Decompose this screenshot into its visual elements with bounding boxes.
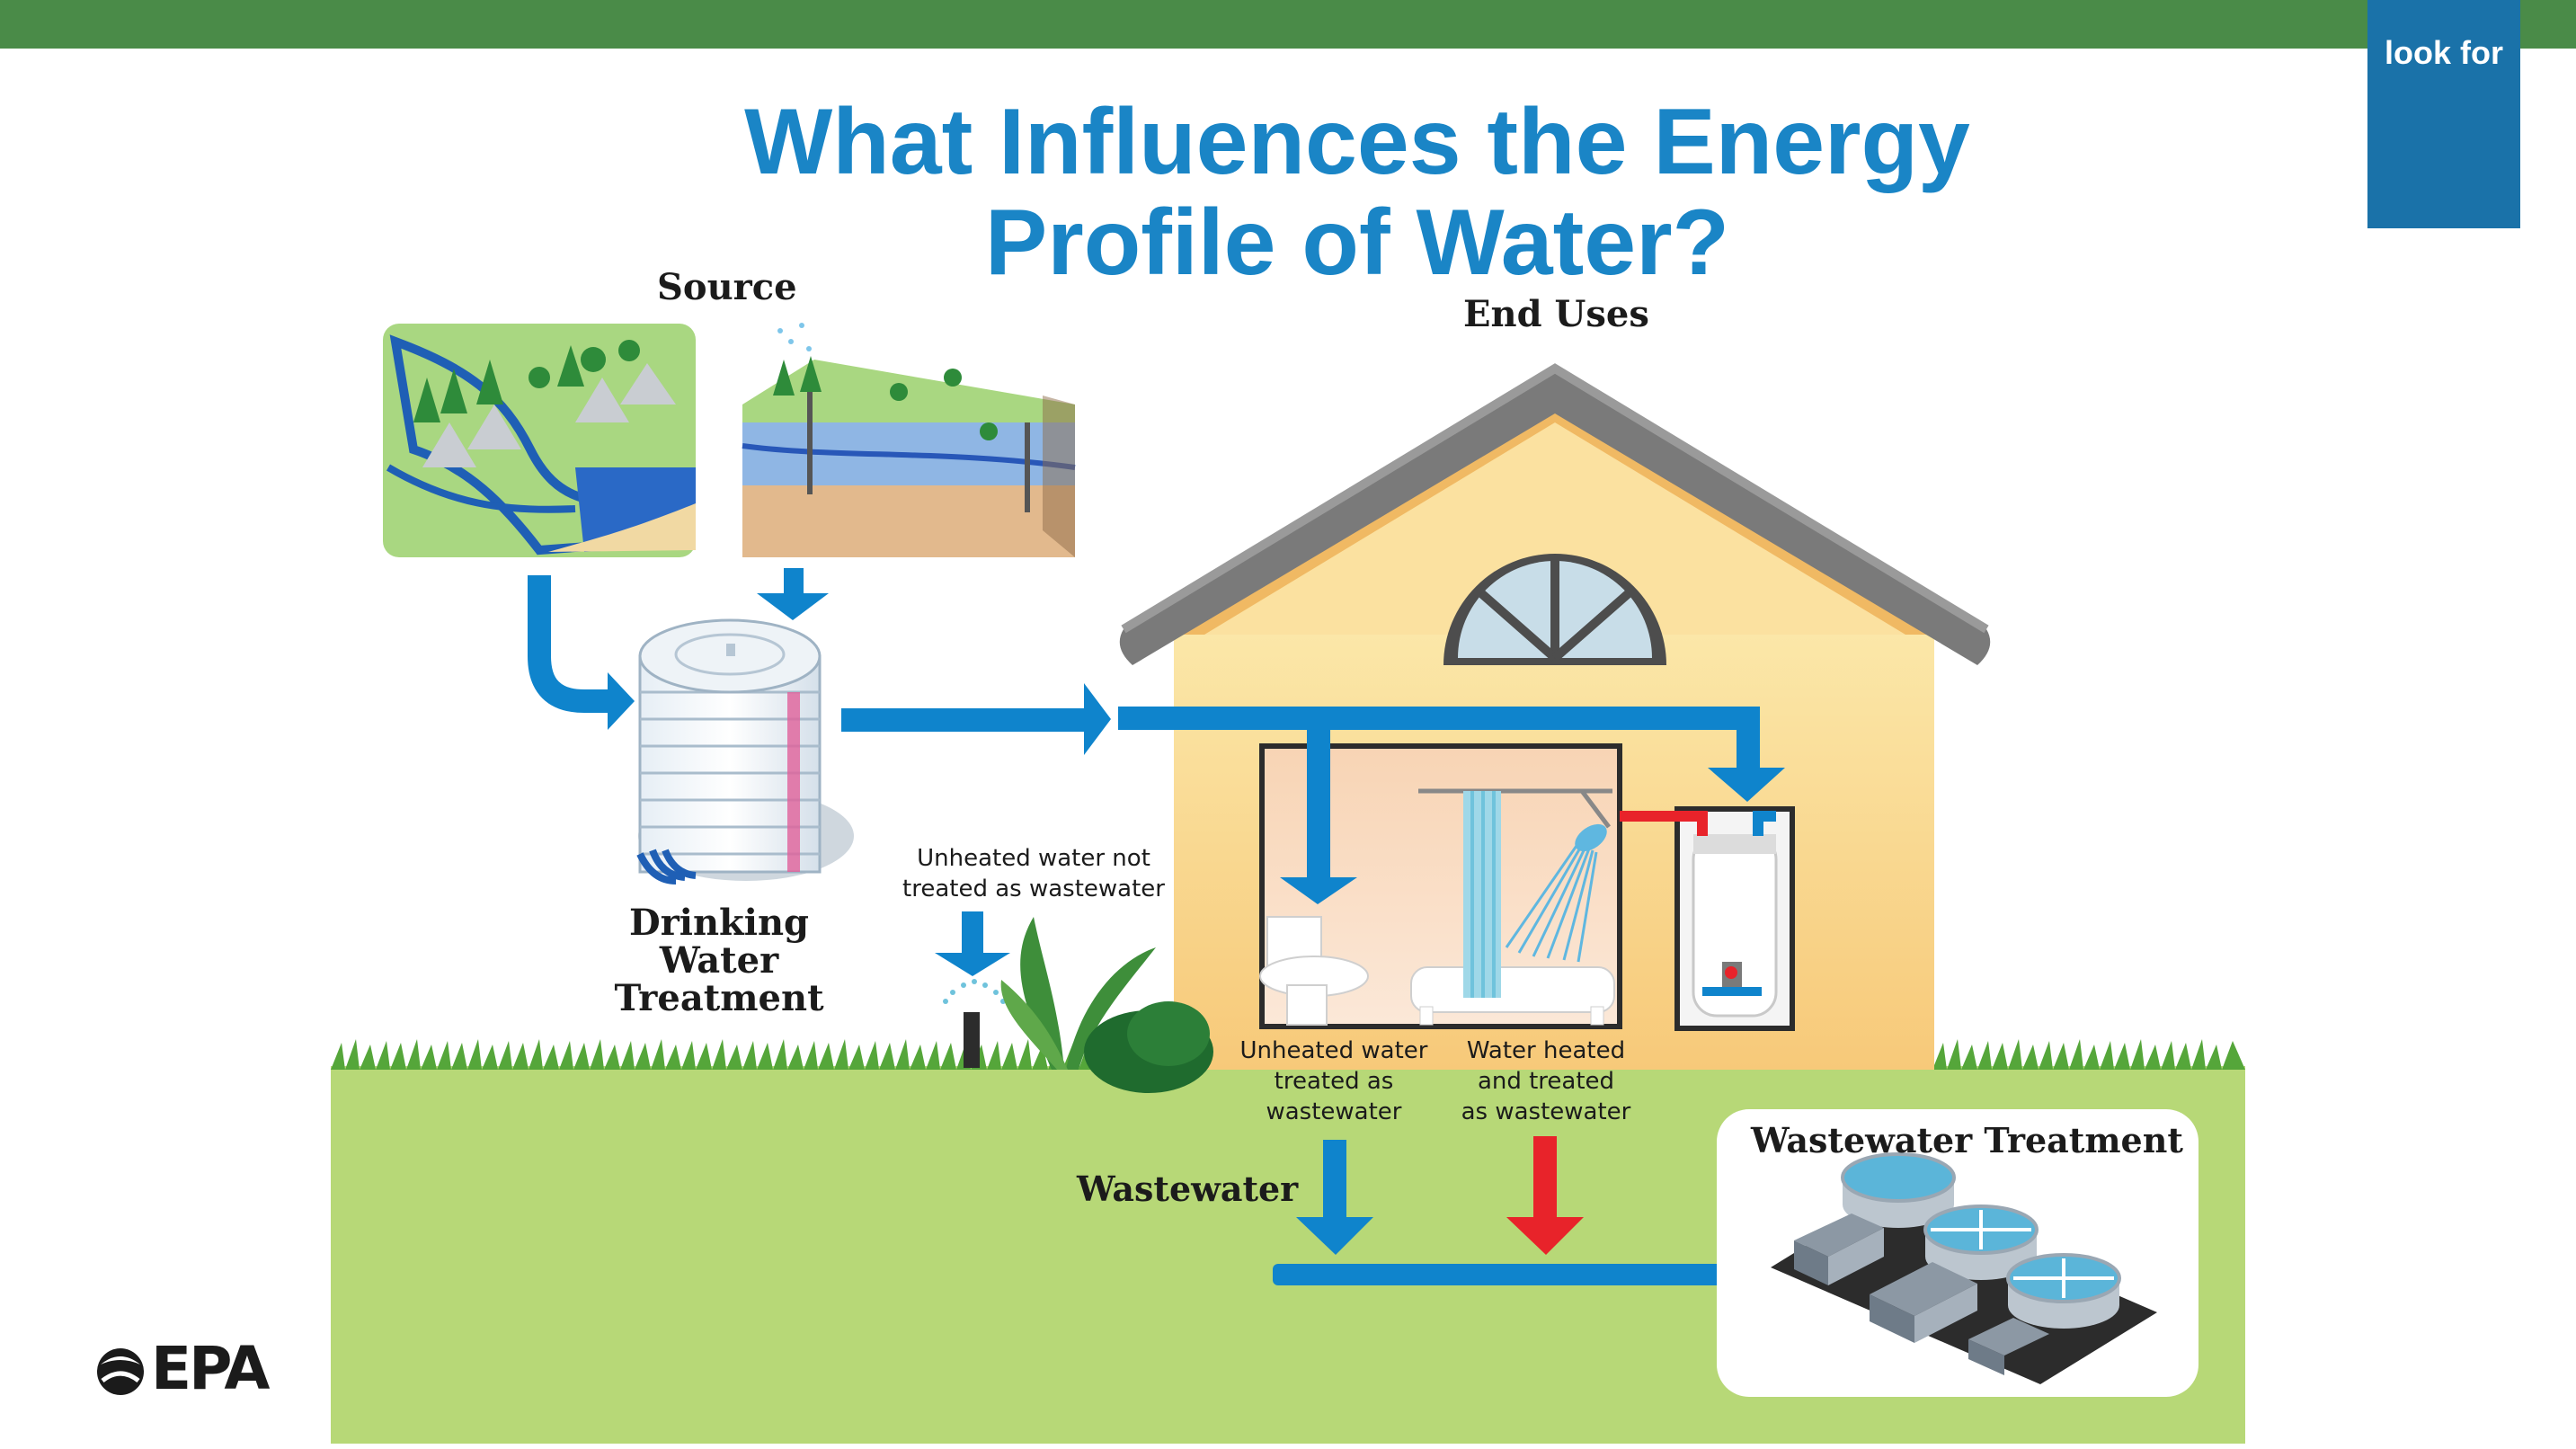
arrow-unheated-wastewater-shaft: [1323, 1140, 1346, 1221]
watersense-badge: look for: [2367, 0, 2520, 228]
water-heater: [1674, 806, 1795, 1031]
caption-outdoor-line2: treated as wastewater: [902, 876, 1165, 902]
arrow-tank-to-house-head: [1084, 683, 1111, 755]
label-drinking-line2: Water: [659, 939, 779, 982]
sprinkler-illustration: [943, 979, 1006, 1068]
hot-water-pipe: [1620, 811, 1708, 836]
arrow-to-heater-head: [1708, 768, 1785, 802]
caption-heated-line3: as wastewater: [1461, 1098, 1631, 1125]
arrow-outdoor-shaft: [962, 911, 983, 956]
label-drinking-line3: Treatment: [614, 977, 824, 1019]
arrow-heated-wastewater-shaft: [1533, 1136, 1557, 1221]
caption-heated-water: Water heated and treated as wastewater: [1438, 1036, 1654, 1127]
label-drinking-water-treatment: Drinking Water Treatment: [584, 904, 854, 1018]
caption-heated-line2: and treated: [1477, 1068, 1615, 1095]
wastewater-treatment-panel: [1717, 1109, 2198, 1397]
caption-outdoor-water: Unheated water not treated as wastewater: [899, 843, 1168, 904]
arrow-unheated-wastewater-head: [1296, 1217, 1373, 1255]
surface-water-source-illustration: [383, 324, 696, 557]
treatment-buildings: [1794, 1213, 2049, 1375]
arrow-surface-to-treatment: [528, 575, 611, 713]
caption-outdoor-line1: Unheated water not: [917, 845, 1150, 872]
header-bar: [0, 0, 2576, 49]
arrow-heated-wastewater-head: [1506, 1217, 1584, 1255]
toilet-illustration: [1259, 916, 1369, 1026]
arrow-groundwater-head: [757, 593, 829, 620]
label-end-uses: End Uses: [1463, 293, 1649, 335]
caption-heated-line1: Water heated: [1466, 1037, 1626, 1064]
epa-logo-text: EPA: [151, 1334, 270, 1403]
caption-unheated-water: Unheated water treated as wastewater: [1226, 1036, 1442, 1127]
arrow-groundwater-shaft: [784, 568, 804, 595]
supply-pipe: [1118, 707, 1747, 730]
plants-illustration: [1000, 917, 1213, 1093]
label-source: Source: [657, 266, 797, 308]
drinking-water-tank: [636, 618, 854, 885]
wastewater-main-pipe: [1273, 1264, 1848, 1285]
page-title-line2: Profile of Water?: [984, 191, 1730, 295]
epa-logo-mark: [97, 1348, 144, 1395]
badge-look-for: look for: [2385, 34, 2503, 71]
arrow-to-bathroom-shaft: [1307, 719, 1330, 881]
caption-unheated-line3: wastewater: [1266, 1098, 1402, 1125]
clarifier-1: [1841, 1152, 1956, 1228]
label-drinking-line1: Drinking: [629, 902, 809, 944]
groundwater-source-illustration: [742, 323, 1076, 557]
supply-pipe-riser: [1737, 707, 1760, 769]
arrow-to-bathroom-head: [1280, 877, 1357, 904]
clarifier-3: [2006, 1253, 2121, 1329]
caption-unheated-line1: Unheated water: [1239, 1037, 1428, 1064]
house-window: [1443, 554, 1666, 665]
label-wastewater: Wastewater: [1077, 1169, 1299, 1209]
arrow-outdoor-head: [935, 953, 1010, 976]
clarifier-2: [1923, 1205, 2039, 1280]
cold-water-pipe-heater: [1753, 811, 1776, 836]
bathtub-illustration: [1410, 788, 1615, 1026]
label-wastewater-treatment: Wastewater Treatment: [1751, 1120, 2183, 1160]
caption-unheated-line2: treated as: [1274, 1068, 1394, 1095]
arrow-surface-head: [608, 672, 635, 730]
arrow-tank-to-house-shaft: [841, 708, 1093, 732]
page-title-line1: What Influences the Energy: [744, 90, 1970, 194]
